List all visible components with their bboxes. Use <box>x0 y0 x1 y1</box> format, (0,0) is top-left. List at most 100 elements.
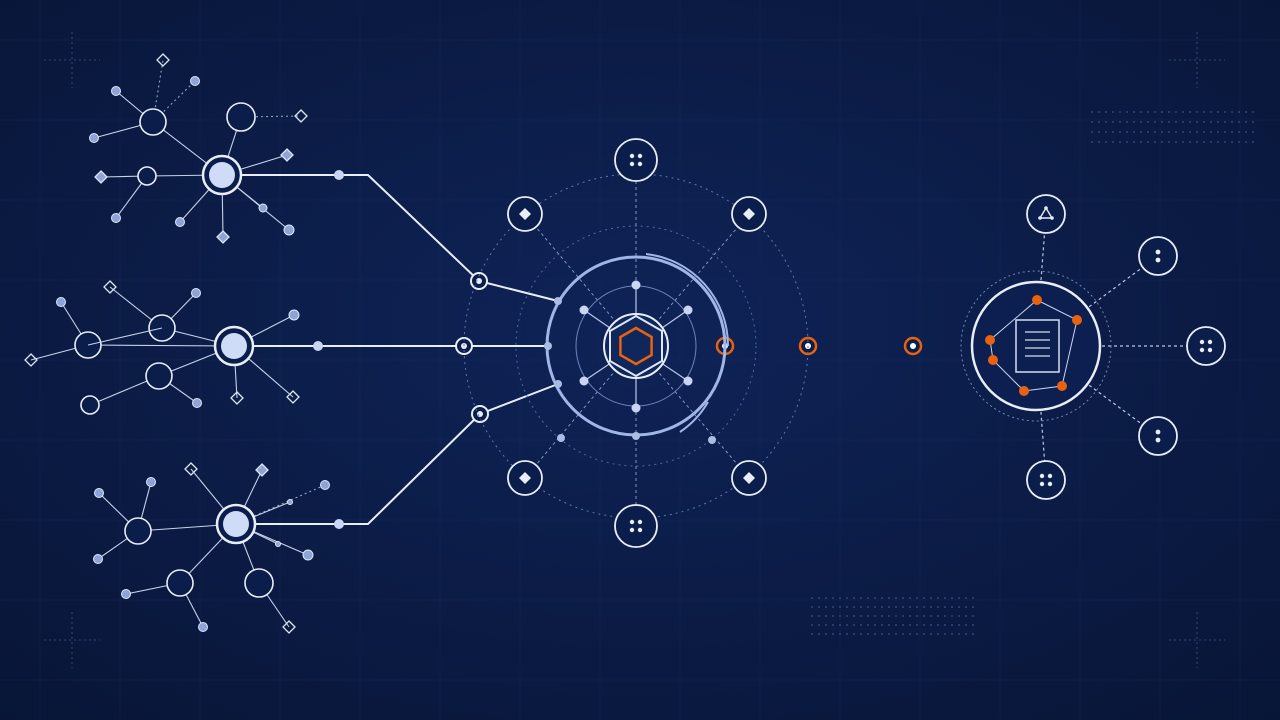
dot-matrix <box>930 633 932 635</box>
pipeline-junction-center <box>477 411 483 417</box>
dot-matrix <box>874 615 876 617</box>
dot-matrix <box>1119 141 1121 143</box>
dot-matrix <box>860 624 862 626</box>
dot-matrix <box>1126 111 1128 113</box>
hub-arc <box>645 253 730 347</box>
dot-matrix <box>937 606 939 608</box>
dot-matrix <box>853 597 855 599</box>
dot-matrix <box>1126 131 1128 133</box>
output-node <box>1072 315 1082 325</box>
dot-matrix <box>944 633 946 635</box>
network-diamond-node <box>286 390 300 404</box>
dot-matrix <box>937 624 939 626</box>
hub-spoke <box>635 213 750 347</box>
dot-matrix <box>937 597 939 599</box>
diamond-icon <box>519 472 531 484</box>
dot-matrix <box>1105 121 1107 123</box>
hub-inner-node <box>683 305 693 315</box>
dot-matrix <box>951 633 953 635</box>
dot-matrix <box>1091 131 1093 133</box>
network-diamond-node <box>294 109 308 123</box>
dot-matrix <box>846 597 848 599</box>
dot-matrix <box>1245 121 1247 123</box>
dot-matrix <box>1119 121 1121 123</box>
network-dot-node <box>283 224 295 236</box>
dot-matrix <box>1203 121 1205 123</box>
dot-matrix <box>839 606 841 608</box>
dot-matrix <box>916 597 918 599</box>
dot-matrix <box>1182 141 1184 143</box>
dot-matrix <box>909 606 911 608</box>
dot-matrix <box>1112 131 1114 133</box>
dot-matrix <box>818 624 820 626</box>
dot-matrix <box>1238 111 1240 113</box>
network-ring-node <box>226 102 256 132</box>
dot-matrix <box>832 624 834 626</box>
dot-matrix <box>923 633 925 635</box>
network-dot-node <box>56 297 66 307</box>
network-dot-node <box>146 477 156 487</box>
dot-matrix <box>1091 141 1093 143</box>
dots-icon <box>1155 437 1161 443</box>
dot-matrix <box>1161 131 1163 133</box>
dot-matrix <box>1126 141 1128 143</box>
output-node <box>1019 386 1029 396</box>
hub-ring-node <box>557 434 565 442</box>
dot-matrix <box>881 615 883 617</box>
dot-matrix <box>1224 111 1226 113</box>
dot-matrix <box>811 606 813 608</box>
dot-matrix <box>951 597 953 599</box>
dot-matrix <box>1189 131 1191 133</box>
dot-matrix <box>1098 141 1100 143</box>
dot-matrix <box>825 633 827 635</box>
dot-matrix <box>1245 111 1247 113</box>
hub-inner-node <box>631 403 641 413</box>
dot-matrix <box>965 615 967 617</box>
dot-matrix <box>867 606 869 608</box>
triangle-vertex <box>1038 216 1042 220</box>
dot-matrix <box>965 606 967 608</box>
dot-matrix <box>1203 141 1205 143</box>
four-dots-icon <box>637 519 643 525</box>
dot-matrix <box>895 597 897 599</box>
dot-matrix <box>902 606 904 608</box>
dot-matrix <box>1252 131 1254 133</box>
dot-matrix <box>881 597 883 599</box>
dot-matrix <box>972 615 974 617</box>
network-dot-node <box>111 213 121 223</box>
hub-core-frame <box>609 314 663 378</box>
document-icon <box>1015 319 1060 373</box>
pipeline-dot <box>313 341 323 351</box>
dot-matrix <box>972 597 974 599</box>
dot-matrix <box>930 606 932 608</box>
dot-matrix <box>1147 131 1149 133</box>
hub-ring-node <box>632 432 640 440</box>
network-ring-node <box>137 166 157 186</box>
network-dot-node <box>94 488 104 498</box>
network-dot-node <box>320 480 330 490</box>
dot-matrix <box>846 606 848 608</box>
dot-matrix <box>846 633 848 635</box>
dot-matrix <box>839 633 841 635</box>
dot-matrix <box>895 606 897 608</box>
triangle-network-icon <box>1038 206 1054 219</box>
dot-matrix <box>818 597 820 599</box>
dot-matrix <box>923 606 925 608</box>
dots-icon <box>1155 257 1161 263</box>
hub-inner-node <box>579 376 589 386</box>
dot-matrix <box>909 597 911 599</box>
dot-matrix <box>1147 141 1149 143</box>
dot-matrix <box>937 615 939 617</box>
dots-icon <box>1155 429 1161 435</box>
network-dot-node <box>288 309 300 321</box>
network-ring-node <box>139 108 167 136</box>
dot-matrix <box>874 606 876 608</box>
network-dot-node <box>121 589 131 599</box>
dot-matrix <box>1112 121 1114 123</box>
network-cluster-icon <box>209 162 235 188</box>
dot-matrix <box>1140 111 1142 113</box>
dot-matrix <box>1175 131 1177 133</box>
dot-matrix <box>951 615 953 617</box>
